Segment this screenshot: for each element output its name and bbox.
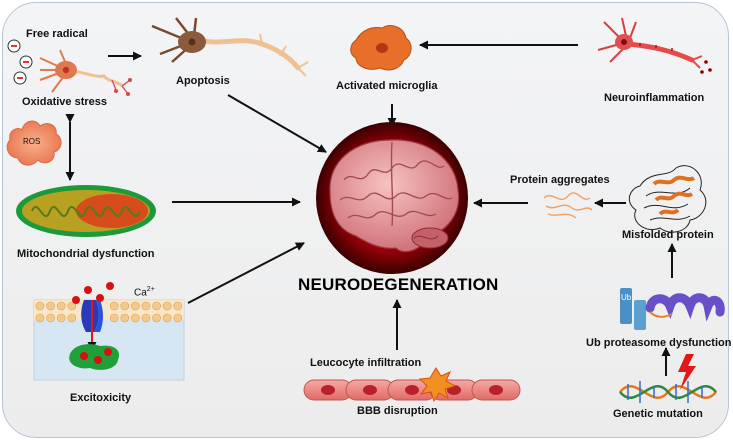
lipid-head: [141, 313, 151, 323]
calcium-label: Ca2+: [134, 286, 155, 298]
leucocyte-burst-icon: [418, 367, 457, 403]
calcium-symbol: Ca: [134, 287, 147, 299]
lipid-head: [120, 313, 130, 323]
bbb-endothelial-layer: [303, 367, 521, 403]
ub-proteasome-illustration: [620, 288, 725, 330]
genetic-mutation-label: Genetic mutation: [613, 408, 703, 420]
bbb-disruption-label: BBB disruption: [357, 405, 438, 417]
lightning-icon: [678, 354, 696, 390]
lipid-head: [67, 313, 77, 323]
activated-microglia-label: Activated microglia: [336, 80, 438, 92]
lipid-head: [120, 301, 130, 311]
lipid-head: [162, 301, 172, 311]
calcium-charge: 2+: [146, 286, 155, 293]
mitochondria-illustration: [16, 185, 156, 237]
arrow-apoptosis-to-brain: [227, 94, 327, 153]
dna-illustration: [619, 354, 717, 403]
lipid-head: [56, 301, 66, 311]
lipid-head: [35, 313, 45, 323]
misfolded-protein-label: Misfolded protein: [622, 229, 714, 241]
excitotoxicity-panel: [33, 282, 185, 381]
ub-tag-label: Ub: [621, 293, 632, 302]
brain-illustration: [316, 122, 468, 274]
neurodegeneration-title: NEURODEGENERATION: [298, 275, 499, 294]
lipid-head: [131, 313, 140, 323]
lipid-head: [152, 301, 161, 311]
lipid-head: [109, 313, 119, 323]
neuroinflammation-neuron-illustration: [597, 17, 712, 74]
protein-aggregates-icon: [543, 192, 593, 219]
free-radical-icon: [7, 39, 33, 85]
lipid-head: [56, 313, 66, 323]
lipid-head: [131, 301, 140, 311]
apoptosis-label: Apoptosis: [176, 75, 230, 87]
lipid-head: [173, 301, 183, 311]
misfolded-protein-illustration: [628, 165, 707, 233]
ub-proteasome-dysfunction-label: Ub proteasome dysfunction: [586, 337, 732, 349]
free-radical-neuron-illustration: [7, 39, 132, 96]
apoptosis-neuron-illustration: [151, 17, 309, 77]
oxidative-stress-label: Oxidative stress: [22, 96, 107, 108]
lipid-head: [46, 313, 55, 323]
leucocyte-infiltration-label: Leucocyte infiltration: [310, 357, 422, 369]
arrows: [65, 40, 677, 376]
lipid-head: [173, 313, 183, 323]
ros-label: ROS: [23, 137, 41, 146]
lipid-head: [67, 301, 77, 311]
neuroinflammation-label: Neuroinflammation: [604, 92, 705, 104]
mitochondrial-dysfunction-label: Mitochondrial dysfunction: [17, 248, 155, 260]
lipid-head: [162, 313, 172, 323]
free-radical-label: Free radical: [26, 28, 88, 40]
arrow-excitoxicity-to-brain: [187, 242, 305, 304]
protein-aggregates-label: Protein aggregates: [510, 174, 610, 186]
excitoxicity-label: Excitoxicity: [70, 392, 132, 404]
lipid-head: [109, 301, 119, 311]
activated-microglia-illustration: [350, 25, 412, 71]
lipid-head: [141, 301, 151, 311]
lipid-head: [35, 301, 45, 311]
ros-cloud-icon: [6, 120, 62, 166]
lipid-head: [46, 301, 55, 311]
lipid-head: [152, 313, 161, 323]
